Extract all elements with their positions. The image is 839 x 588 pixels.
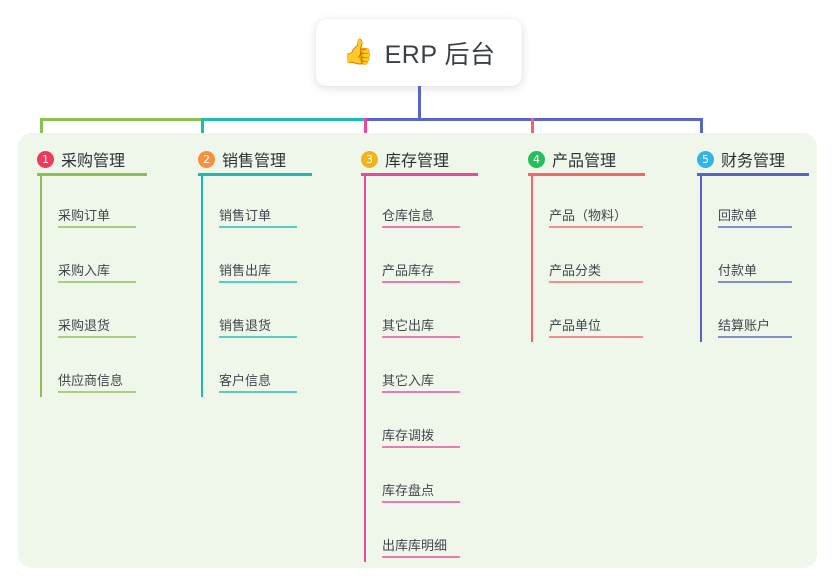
module-item-rule xyxy=(718,281,792,283)
column-title: 采购管理 xyxy=(61,153,126,170)
module-item-rule xyxy=(58,281,136,283)
column-header-rule xyxy=(697,173,809,176)
module-item-rule xyxy=(382,501,460,503)
module-item-label: 产品分类 xyxy=(549,263,602,278)
column-header-2[interactable]: 2 销售管理 xyxy=(198,147,286,171)
module-item-rule xyxy=(549,336,643,338)
column-number-badge: 1 xyxy=(37,150,54,168)
module-item-label: 采购退货 xyxy=(58,318,111,333)
connector-segment xyxy=(531,118,703,121)
connector-segment xyxy=(364,118,534,121)
module-item-label: 采购订单 xyxy=(58,208,111,223)
modules-panel: 1 采购管理采购订单采购入库采购退货供应商信息 2 销售管理销售订单销售出库销售退货客… xyxy=(18,133,817,568)
module-item-label: 销售退货 xyxy=(219,318,272,333)
connector-segment xyxy=(201,118,367,121)
module-item-rule xyxy=(549,226,643,228)
module-item-rule xyxy=(219,281,297,283)
column-spine xyxy=(700,176,702,342)
module-item-rule xyxy=(382,281,460,283)
column-number-badge: 2 xyxy=(198,150,215,168)
module-item-rule xyxy=(58,336,136,338)
module-item-rule xyxy=(58,226,136,228)
connector-drop xyxy=(364,118,367,147)
module-item-rule xyxy=(382,556,460,558)
column-number-badge: 3 xyxy=(361,150,378,168)
connector-drop xyxy=(531,118,534,147)
module-item-rule xyxy=(219,226,297,228)
module-item-label: 仓库信息 xyxy=(382,208,435,223)
module-item-label: 销售订单 xyxy=(219,208,272,223)
column-header-5[interactable]: 5 财务管理 xyxy=(697,147,785,171)
module-item-rule xyxy=(382,446,460,448)
column-title: 财务管理 xyxy=(721,153,786,170)
column-spine xyxy=(364,176,366,562)
module-item-label: 出库库明细 xyxy=(382,538,448,553)
column-title: 产品管理 xyxy=(552,153,617,170)
module-item-label: 供应商信息 xyxy=(58,373,124,388)
column-header-rule xyxy=(361,173,478,176)
module-item-rule xyxy=(58,391,136,393)
module-item-label: 其它出库 xyxy=(382,318,435,333)
module-item-rule xyxy=(718,336,792,338)
column-header-rule xyxy=(528,173,645,176)
module-item-label: 销售出库 xyxy=(219,263,272,278)
column-header-rule xyxy=(198,173,312,176)
diagram-title-card: 👍 ERP 后台 xyxy=(316,19,522,86)
module-item-label: 其它入库 xyxy=(382,373,435,388)
module-item-label: 产品库存 xyxy=(382,263,435,278)
module-item-label: 产品（物料） xyxy=(549,208,628,223)
module-item-label: 客户信息 xyxy=(219,373,272,388)
thumbs-up-icon: 👍 xyxy=(342,38,374,66)
connector-segment xyxy=(40,118,204,121)
column-number-badge: 4 xyxy=(528,150,545,168)
column-spine xyxy=(40,176,42,397)
column-number-badge: 5 xyxy=(697,150,714,168)
column-header-1[interactable]: 1 采购管理 xyxy=(37,147,125,171)
page-title: ERP 后台 xyxy=(384,40,496,69)
module-item-rule xyxy=(219,336,297,338)
connector-drop xyxy=(700,118,703,147)
module-item-rule xyxy=(382,226,460,228)
module-item-rule xyxy=(549,281,643,283)
module-item-label: 产品单位 xyxy=(549,318,602,333)
module-item-rule xyxy=(382,391,460,393)
module-item-label: 结算账户 xyxy=(718,318,771,333)
module-item-rule xyxy=(718,226,792,228)
module-item-label: 库存调拨 xyxy=(382,428,435,443)
module-item-label: 库存盘点 xyxy=(382,483,435,498)
column-header-rule xyxy=(37,173,147,176)
column-title: 库存管理 xyxy=(385,153,450,170)
column-spine xyxy=(531,176,533,342)
module-item-label: 采购入库 xyxy=(58,263,111,278)
column-header-4[interactable]: 4 产品管理 xyxy=(528,147,616,171)
column-spine xyxy=(201,176,203,397)
module-item-label: 付款单 xyxy=(718,263,758,278)
module-item-rule xyxy=(219,391,297,393)
column-title: 销售管理 xyxy=(222,153,287,170)
connector-drop xyxy=(201,118,204,147)
module-item-label: 回款单 xyxy=(718,208,758,223)
trunk-line xyxy=(418,86,421,121)
module-item-rule xyxy=(382,336,460,338)
connector-drop xyxy=(40,118,43,147)
column-header-3[interactable]: 3 库存管理 xyxy=(361,147,449,171)
